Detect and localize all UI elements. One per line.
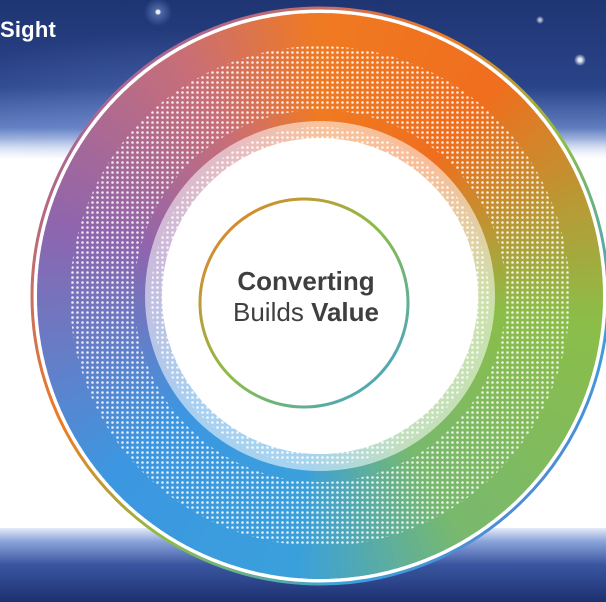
tagline-regular-word: Builds bbox=[233, 297, 304, 327]
tagline-bold-word: Value bbox=[311, 297, 379, 327]
center-tagline: Converting Builds Value bbox=[206, 266, 406, 328]
tagline-line-2: Builds Value bbox=[206, 297, 406, 328]
brand-text: Sight bbox=[0, 17, 56, 42]
tagline-line-1: Converting bbox=[237, 266, 375, 296]
